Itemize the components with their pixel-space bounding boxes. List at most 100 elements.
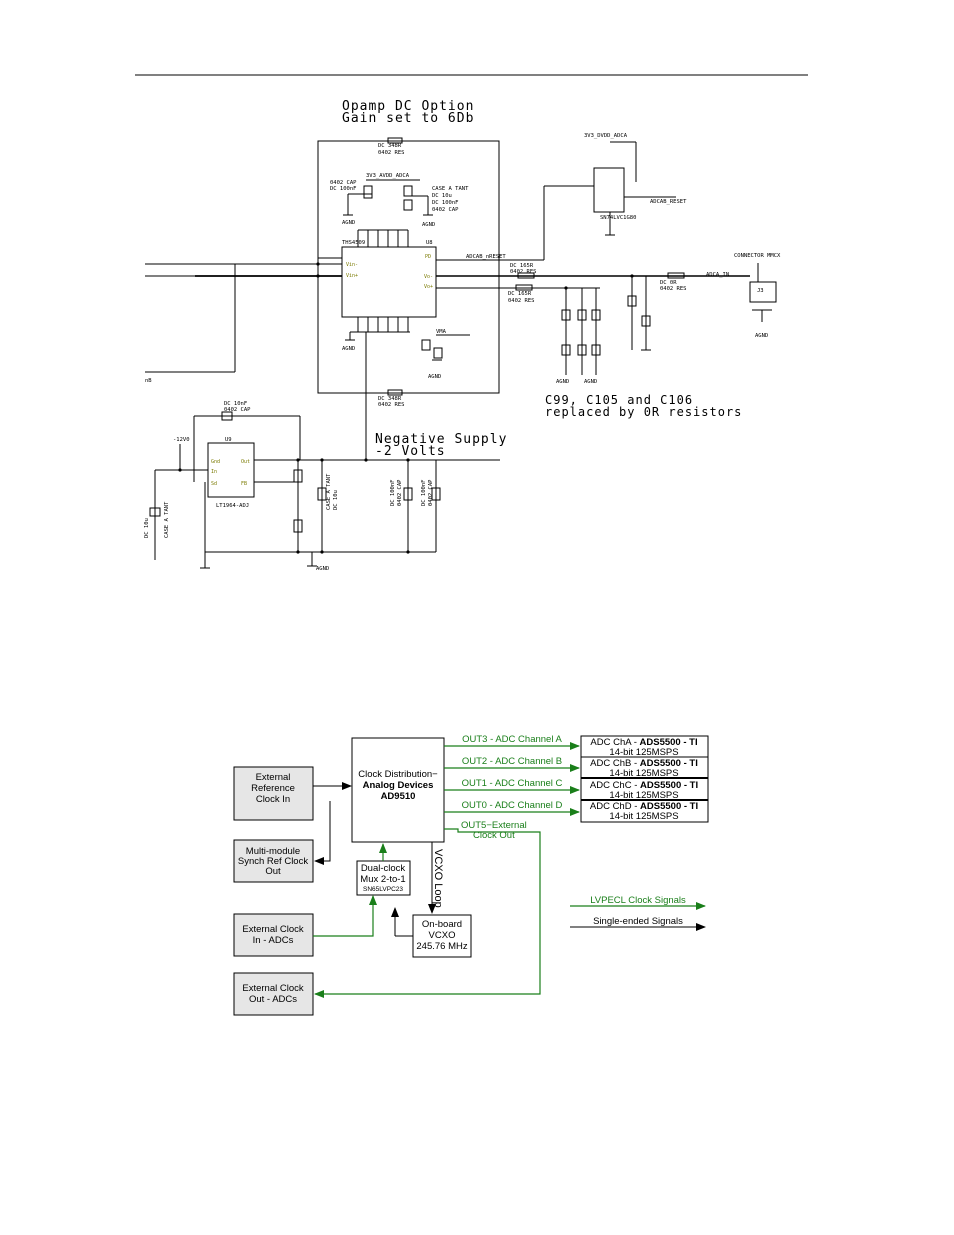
vcxo-line2: VCXO xyxy=(429,930,456,941)
svg-text:Out: Out xyxy=(241,459,250,465)
cap-top-label2: DC 100nF xyxy=(330,186,357,192)
tant-label1: CASE A TANT xyxy=(432,186,469,192)
cap-neg1-label2: 0402 CAP xyxy=(397,479,403,506)
agnd-6: AGND xyxy=(584,379,597,385)
dc0r-label2: 0402 RES xyxy=(660,286,687,292)
r-top-label1: DC 348R xyxy=(378,143,402,149)
r-top xyxy=(387,137,403,144)
cap-neg2-label2: 0402 CAP xyxy=(428,479,434,506)
multi-line3: Out xyxy=(265,866,281,877)
adc-chb: ADC ChB - ADS5500 - TI xyxy=(590,758,698,769)
mux-line3: SN65LVPC23 xyxy=(363,886,403,893)
ext-clock-out-block xyxy=(233,972,314,1016)
tant-label2: DC 10u xyxy=(432,193,452,199)
r-bot-label2: 0402 RES xyxy=(378,402,405,408)
lt-ref: U9 xyxy=(225,437,232,443)
ext-out-line1: External Clock xyxy=(242,983,303,994)
ext-ref-line2: Reference xyxy=(251,783,295,794)
note-line2: replaced by 0R resistors xyxy=(545,405,742,419)
opamp-option-box xyxy=(317,140,500,394)
svg-text:Vo-: Vo- xyxy=(424,274,433,280)
tant-cap xyxy=(403,185,413,197)
clock-diagram: Clock Distribution− Analog Devices AD951… xyxy=(233,734,709,1016)
cap-right-label1: DC 100nF xyxy=(432,200,459,206)
agnd-4: AGND xyxy=(428,374,441,380)
cap-right-label2: 0402 CAP xyxy=(432,207,459,213)
ths-ref: U8 xyxy=(426,240,433,246)
connector-title: CONNECTOR MMCX xyxy=(734,253,781,259)
adc-chd: ADC ChD - ADS5500 - TI xyxy=(590,801,698,812)
svg-text:FB: FB xyxy=(241,481,247,487)
note-line1: C99, C105 and C106 xyxy=(545,393,693,407)
svg-text:Vin-: Vin- xyxy=(346,262,358,268)
lvc-name: SN74LVC1G80 xyxy=(600,215,636,221)
adc-chb-spec: 14-bit 125MSPS xyxy=(609,768,678,779)
cap-neg2-label1: DC 100nF xyxy=(421,480,427,507)
adca-in-net: ADCA_IN xyxy=(706,272,729,278)
r165b-label1: DC 165R xyxy=(508,291,532,297)
r165a-label2: 0402 RES xyxy=(510,269,537,275)
lt-name: LT1964-ADJ xyxy=(216,503,249,509)
tant-lt-label2: CASE A TANT xyxy=(164,501,170,538)
cap-lt-label1: DC 10nF xyxy=(224,401,247,407)
multi-line1: Multi-module xyxy=(246,846,300,857)
svg-text:In: In xyxy=(211,469,217,475)
svg-text:nB: nB xyxy=(145,378,152,384)
multi-module-block xyxy=(233,839,314,883)
ad9510-line1: Clock Distribution− xyxy=(358,769,438,780)
r-top-label2: 0402 RES xyxy=(378,150,405,156)
vcxo-loop-label: VCXO Loop xyxy=(432,849,444,908)
adc-chd-spec: 14-bit 125MSPS xyxy=(609,811,678,822)
nreset-net: ADCAB_nRESET xyxy=(466,254,506,260)
out5-line1: OUT5−External xyxy=(461,820,527,831)
ext-out-line2: Out - ADCs xyxy=(249,994,297,1005)
ad9510-block xyxy=(351,737,445,843)
neg-title-line1: Negative Supply xyxy=(375,432,507,447)
lvc1g80-chip xyxy=(593,167,625,213)
ext-in-line2: In - ADCs xyxy=(253,935,294,946)
multi-line2: Synch Ref Clock xyxy=(238,856,308,867)
out5-line2: Clock Out xyxy=(473,830,515,841)
opamp-title-line1: Opamp DC Option xyxy=(342,99,474,114)
neg-title-line2: -2 Volts xyxy=(375,444,446,459)
adc-chc-spec: 14-bit 125MSPS xyxy=(609,790,678,801)
out3-label: OUT3 - ADC Channel A xyxy=(462,734,562,745)
tant-lt-label1: DC 10u xyxy=(144,518,150,538)
mux-line1: Dual-clock xyxy=(361,863,406,874)
agnd-2: AGND xyxy=(422,222,435,228)
svg-text:Gnd: Gnd xyxy=(211,459,220,465)
agnd-1: AGND xyxy=(342,220,355,226)
agnd-7: AGND xyxy=(755,333,768,339)
svg-text:Vo+: Vo+ xyxy=(424,284,433,290)
schematic: Opamp DC Option Gain set to 6Db DC 348R … xyxy=(144,99,781,572)
cap-right xyxy=(403,199,413,211)
ext-ref-line3: Clock In xyxy=(256,794,290,805)
opamp-title-line2: Gain set to 6Db xyxy=(342,111,474,126)
m12v-net: -12V0 xyxy=(173,437,190,443)
vcxo-line3: 245.76 MHz xyxy=(416,941,467,952)
dc0r-label1: DC 0R xyxy=(660,280,677,286)
cap-top-label1: 0402 CAP xyxy=(330,180,357,186)
mux-line2: Mux 2-to-1 xyxy=(360,874,405,885)
ext-in-line1: External Clock xyxy=(242,924,303,935)
ths-name: THS4509 xyxy=(342,240,365,246)
agnd-8: AGND xyxy=(316,566,329,572)
reset-net: ADCAB_RESET xyxy=(650,199,687,205)
tant-mid-label1: CASE A TANT xyxy=(326,473,332,510)
svg-text:PD: PD xyxy=(425,254,431,260)
vcxo-line1: On-board xyxy=(422,919,462,930)
agnd-5: AGND xyxy=(556,379,569,385)
vcxo-block xyxy=(412,914,472,958)
ext-ref-line1: External xyxy=(256,772,291,783)
agnd-3: AGND xyxy=(342,346,355,352)
cap-neg1-label1: DC 100nF xyxy=(390,480,396,507)
dvdd-net: 3V3_DVDD_ADCA xyxy=(584,133,628,139)
ext-ref-block xyxy=(233,766,314,821)
cap-top xyxy=(363,185,373,199)
connector-ref: J3 xyxy=(757,288,764,294)
svg-text:Vin+: Vin+ xyxy=(346,273,358,279)
adc-cha: ADC ChA - ADS5500 - TI xyxy=(590,737,697,748)
tant-mid-label2: DC 10u xyxy=(333,490,339,510)
adc-cha-spec: 14-bit 125MSPS xyxy=(609,747,678,758)
cap-lt-label2: 0402 CAP xyxy=(224,407,251,413)
